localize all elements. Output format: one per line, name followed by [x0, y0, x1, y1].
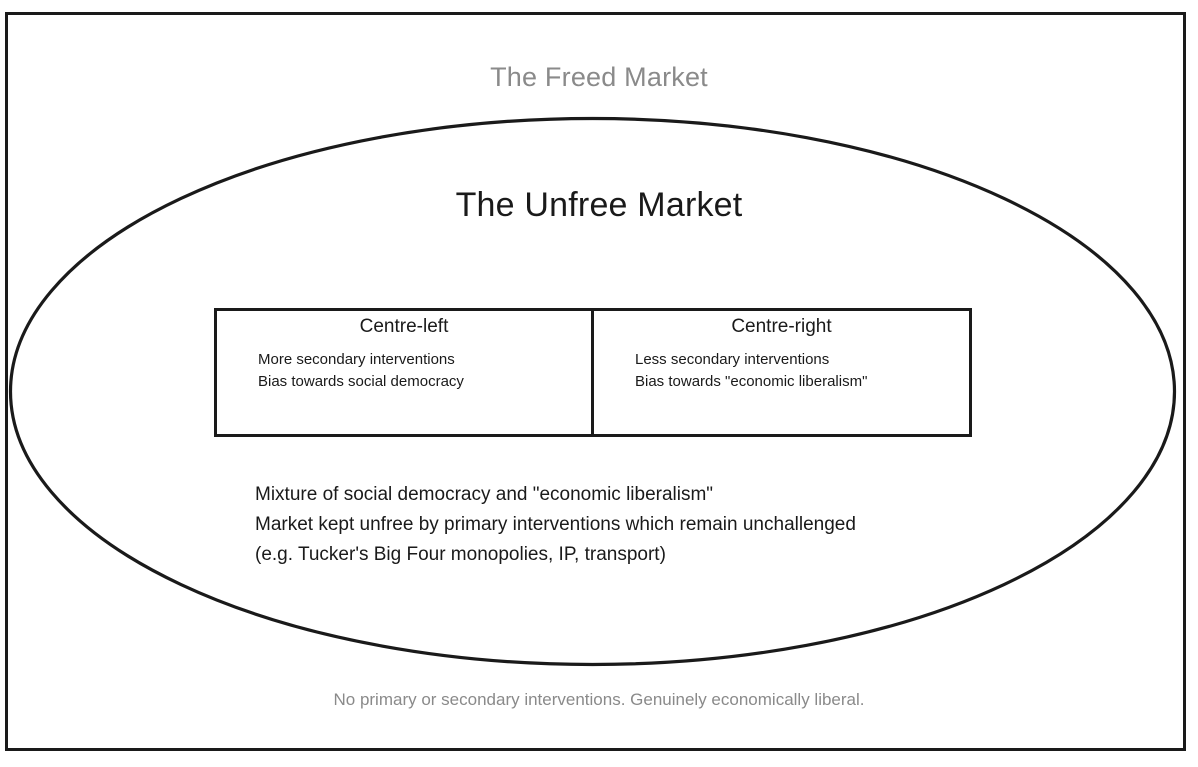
freed-market-title: The Freed Market: [490, 62, 708, 92]
description-line: (e.g. Tucker's Big Four monopolies, IP, …: [255, 544, 666, 565]
table-cell-centre-left: Centre-left More secondary interventions…: [217, 311, 594, 434]
description-line: Market kept unfree by primary interventi…: [255, 514, 856, 535]
unfree-market-title: The Unfree Market: [455, 186, 743, 224]
table-row: More secondary interventions: [258, 351, 455, 368]
table-row: Bias towards "economic liberalism": [635, 373, 868, 390]
table-body-centre-right: Less secondary interventions Bias toward…: [594, 349, 969, 393]
table-header-centre-right: Centre-right: [731, 316, 832, 337]
table-header-centre-left: Centre-left: [359, 316, 449, 337]
table-row: Less secondary interventions: [635, 351, 830, 368]
table-row: Bias towards social democracy: [258, 373, 464, 390]
table-cell-centre-right: Centre-right Less secondary intervention…: [594, 311, 969, 434]
description-line: Mixture of social democracy and "economi…: [255, 484, 714, 505]
political-spectrum-table: Centre-left More secondary interventions…: [214, 308, 972, 437]
freed-market-caption: No primary or secondary interventions. G…: [333, 690, 865, 709]
freed-market-boundary: [5, 12, 1186, 751]
unfree-market-description: Mixture of social democracy and "economi…: [255, 480, 856, 570]
table-body-centre-left: More secondary interventions Bias toward…: [217, 349, 591, 393]
